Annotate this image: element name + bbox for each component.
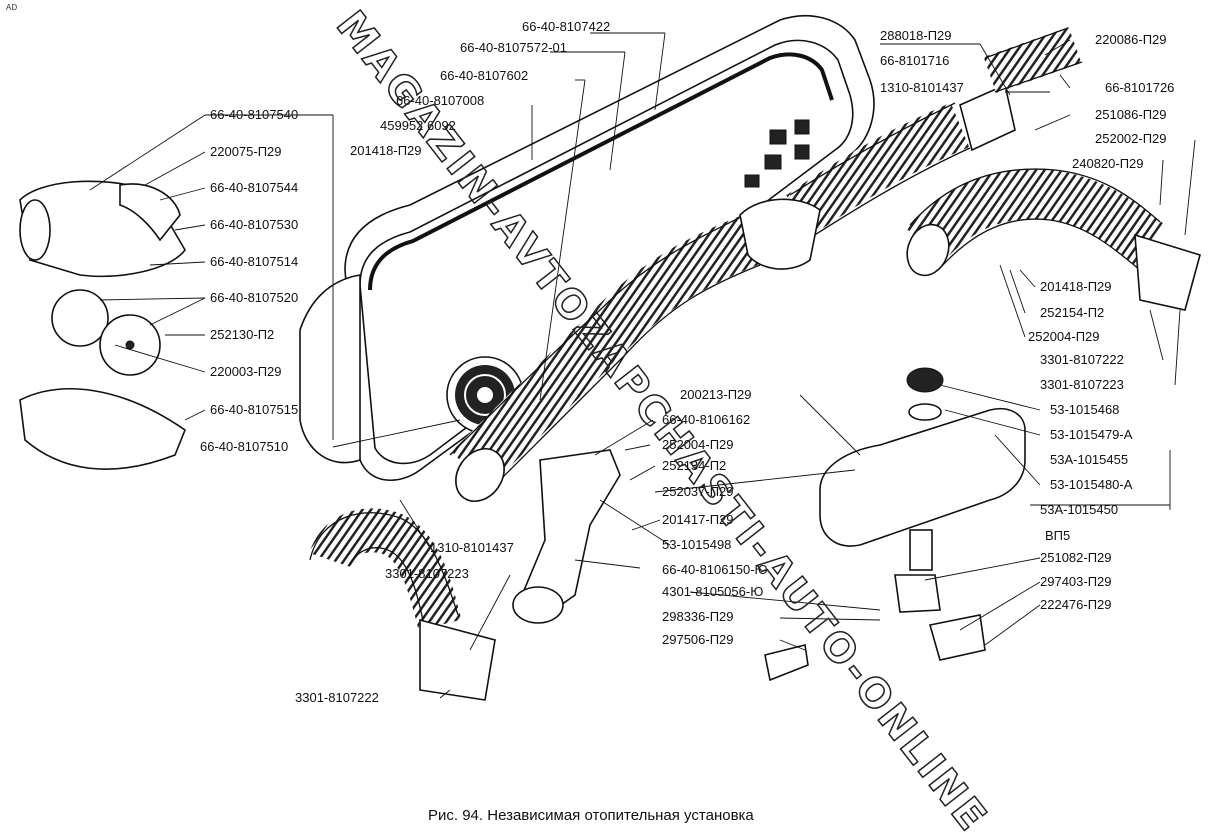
- part-label: 3301-8107222: [295, 690, 379, 705]
- part-label: 66-40-8107008: [396, 93, 484, 108]
- panel-socket-icon: [764, 154, 782, 170]
- part-label: 252004-П29: [1028, 329, 1100, 344]
- part-label: 252002-П29: [1095, 131, 1167, 146]
- part-label: 3301-8107222: [1040, 352, 1124, 367]
- part-label: 222476-П29: [1040, 597, 1112, 612]
- part-label: 252154-П2: [1040, 305, 1104, 320]
- part-label: 201418-П29: [350, 143, 422, 158]
- part-label: 53-1015479-А: [1050, 427, 1133, 442]
- part-label: 66-40-8106162: [662, 412, 750, 427]
- part-label: 220003-П29: [210, 364, 282, 379]
- part-label: 220086-П29: [1095, 32, 1167, 47]
- part-label: 66-40-8107530: [210, 217, 298, 232]
- part-label: 201418-П29: [1040, 279, 1112, 294]
- part-label: 200213-П29: [680, 387, 752, 402]
- part-label: 3301-8107223: [385, 566, 469, 581]
- part-label: 66-40-8107515: [210, 402, 298, 417]
- part-label: 251082-П29: [1040, 550, 1112, 565]
- part-label: 3301-8107223: [1040, 377, 1124, 392]
- part-label: 66-40-8107544: [210, 180, 298, 195]
- part-label: 298336-П29: [662, 609, 734, 624]
- left-exploded-parts: [19, 180, 186, 470]
- part-label: 53-1015468: [1050, 402, 1119, 417]
- gasket-ring-icon: [51, 289, 109, 347]
- part-label: 66-40-8107520: [210, 290, 298, 305]
- part-label: 252004-П29: [662, 437, 734, 452]
- part-label: 53А-1015450: [1040, 502, 1118, 517]
- part-label: 66-8101726: [1105, 80, 1174, 95]
- part-label: 1310-8101437: [430, 540, 514, 555]
- part-label: 66-40-8107514: [210, 254, 298, 269]
- part-label: 1310-8101437: [880, 80, 964, 95]
- part-label: 251086-П29: [1095, 107, 1167, 122]
- panel-socket-icon: [794, 144, 810, 160]
- part-label: 252130-П2: [210, 327, 274, 342]
- figure-caption: Рис. 94. Независимая отопительная устано…: [428, 807, 754, 824]
- part-label: 53-1015480-А: [1050, 477, 1133, 492]
- part-label: 220075-П29: [210, 144, 282, 159]
- part-label: 288018-П29: [880, 28, 952, 43]
- part-label: 66-40-8107422: [522, 19, 610, 34]
- panel-socket-icon: [744, 174, 760, 188]
- heater-body: [299, 14, 875, 481]
- part-label: 66-8101716: [880, 53, 949, 68]
- corner-mark: AD: [6, 3, 17, 12]
- part-label: 297403-П29: [1040, 574, 1112, 589]
- tank-cap-icon: [906, 367, 944, 393]
- fuel-tank-group: [512, 367, 1026, 682]
- part-label: 459952 6092: [380, 118, 456, 133]
- part-label: 201417-П29: [662, 512, 734, 527]
- part-label: 252037-П29: [662, 484, 734, 499]
- part-label: 66-40-8107540: [210, 107, 298, 122]
- part-label: 53-1015498: [662, 537, 731, 552]
- part-label: 66-40-8107602: [440, 68, 528, 83]
- part-labels: 66-40-8107422 66-40-8107572-01 66-40-810…: [200, 19, 1174, 705]
- part-label: 252134-П2: [662, 458, 726, 473]
- part-label: 66-40-8107572-01: [460, 40, 567, 55]
- leader-lines: [89, 32, 1196, 699]
- part-label: 4301-8105056-Ю: [662, 584, 763, 599]
- part-label: 66-40-8107510: [200, 439, 288, 454]
- part-label: 297506-П29: [662, 632, 734, 647]
- part-label: 240820-П29: [1072, 156, 1144, 171]
- panel-socket-icon: [794, 119, 810, 135]
- corrugated-hoses: [309, 27, 1201, 701]
- part-label: ВП5: [1045, 528, 1070, 543]
- part-label: 53А-1015455: [1050, 452, 1128, 467]
- part-label: 66-40-8106150-Ю: [662, 562, 768, 577]
- panel-socket-icon: [769, 129, 787, 145]
